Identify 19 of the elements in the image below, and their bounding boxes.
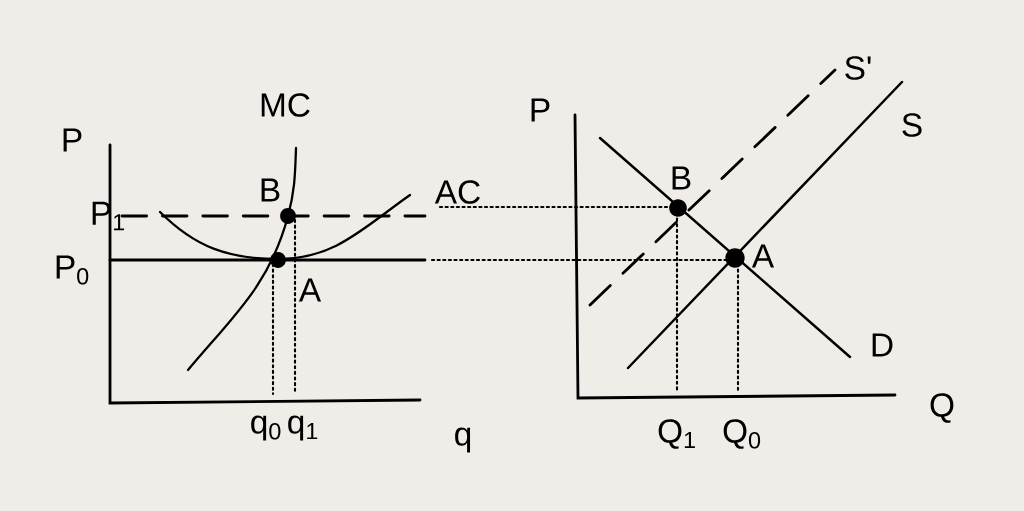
- axis-label: P: [63, 128, 82, 152]
- axis-label: P: [531, 98, 550, 122]
- tick-label: q$_{0}$: [251, 415, 281, 441]
- point-label: B: [261, 178, 280, 202]
- axis-label: Q: [930, 393, 954, 423]
- axis-label: q: [455, 427, 471, 453]
- curve-label: AC: [434, 180, 480, 204]
- point-label: A: [751, 244, 775, 268]
- point-label: A: [298, 278, 322, 302]
- curve-label: MC: [261, 93, 310, 117]
- price-label: P$_{0}$: [56, 255, 89, 285]
- tick-label: q$_{1}$: [288, 415, 318, 441]
- tick-label: Q$_{1}$: [658, 419, 695, 449]
- curve-label: D: [872, 333, 893, 357]
- price-label: P$_{1}$: [92, 201, 125, 231]
- tick-label: Q$_{0}$: [723, 419, 761, 449]
- curve-label: S: [902, 113, 922, 137]
- curve-label: S': [845, 56, 871, 80]
- point-label: B: [672, 166, 691, 190]
